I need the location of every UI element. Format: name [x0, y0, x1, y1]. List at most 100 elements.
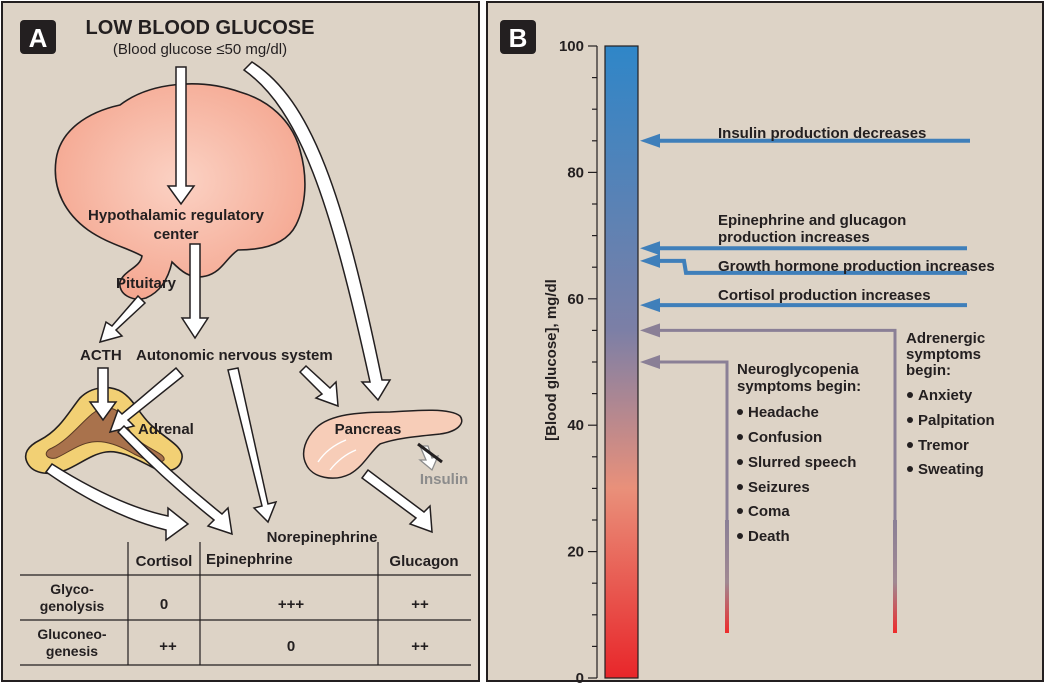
event-label-growth-hormone: Growth hormone production increases — [718, 258, 995, 275]
bullet — [737, 459, 743, 465]
adrenergic-item: Tremor — [918, 437, 969, 454]
adrenergic-item: Sweating — [918, 461, 984, 478]
row-glycogenolysis-label-2: genolysis — [40, 598, 105, 614]
panel-b-frame — [486, 1, 1044, 682]
bullet — [907, 417, 913, 423]
bullet — [737, 533, 743, 539]
hypothalamus-label-line1: Hypothalamic regulatory — [88, 207, 265, 224]
panel-a-badge-letter: A — [29, 23, 48, 53]
pancreas-label: Pancreas — [335, 421, 402, 438]
adrenergic-title-3: begin: — [906, 362, 951, 379]
bullet — [737, 484, 743, 490]
panel-b-badge-letter: B — [509, 23, 528, 53]
insulin-arrow — [418, 445, 440, 472]
effects-table: Cortisol Epinephrine Glucagon Glyco- gen… — [20, 542, 471, 666]
table-header-glucagon: Glucagon — [389, 553, 458, 570]
insulin-label: Insulin — [420, 471, 468, 488]
arrow-to-ans — [180, 243, 210, 340]
adrenergic-item: Palpitation — [918, 412, 995, 429]
hypothalamus-label-line2: center — [153, 226, 198, 243]
insulin-block-slash — [417, 442, 443, 464]
y-axis-ticks — [588, 45, 597, 679]
bullet — [907, 392, 913, 398]
neuro-title-1: Neuroglycopenia — [737, 361, 859, 378]
row-gluconeogenesis-label-2: genesis — [46, 643, 98, 659]
arrow-to-acth — [98, 294, 147, 344]
arrow-ans-to-pancreas — [298, 364, 339, 408]
neuro-item: Coma — [748, 503, 790, 520]
insulin-arrow-head — [640, 133, 660, 148]
bullet — [907, 442, 913, 448]
cortisol-arrow-head — [640, 298, 660, 313]
growth-hormone-arrow-head — [640, 253, 660, 268]
pancreas-shape — [302, 409, 463, 479]
epi-glucagon-arrow-head — [640, 241, 660, 256]
row-glycogenolysis-label-1: Glyco- — [50, 581, 94, 597]
neuro-title-2: symptoms begin: — [737, 378, 861, 395]
arrow-to-norepinephrine — [227, 367, 278, 524]
table-header-epinephrine: Epinephrine — [206, 551, 293, 568]
panel-b-badge — [500, 20, 536, 54]
norepinephrine-label: Norepinephrine — [267, 529, 378, 546]
cell-glyco-epinephrine: +++ — [278, 596, 305, 613]
adrenergic-symptom-list: Anxiety Palpitation Tremor Sweating — [907, 387, 995, 478]
row-gluconeogenesis-label-1: Gluconeo- — [37, 626, 107, 642]
bullet — [907, 466, 913, 472]
bullet — [737, 508, 743, 514]
event-label-epi-glucagon-1: Epinephrine and glucagon — [718, 212, 906, 229]
adrenergic-item: Anxiety — [918, 387, 973, 404]
arrow-to-glucagon — [360, 468, 433, 534]
tick-label: 0 — [576, 670, 584, 683]
y-axis-tick-labels: 0 20 40 60 80 100 — [559, 38, 584, 683]
neuro-item: Slurred speech — [748, 454, 856, 471]
tick-label: 100 — [559, 38, 584, 55]
panel-a-subtitle: (Blood glucose ≤50 mg/dl) — [113, 41, 287, 58]
cell-glyco-cortisol: 0 — [160, 596, 168, 613]
table-header-cortisol: Cortisol — [136, 553, 193, 570]
symptom-markers — [640, 323, 897, 633]
cell-gluconeo-cortisol: ++ — [159, 638, 177, 655]
arrow-to-hypothalamus — [166, 66, 196, 206]
panel-a: A LOW BLOOD GLUCOSE (Blood glucose ≤50 m… — [1, 1, 480, 682]
neuro-threshold-fade — [725, 520, 729, 633]
adrenergic-threshold-head — [640, 323, 660, 338]
event-label-cortisol: Cortisol production increases — [718, 287, 931, 304]
neuro-symptom-list: Headache Confusion Slurred speech Seizur… — [737, 404, 856, 545]
pituitary-label: Pituitary — [116, 275, 177, 292]
adrenal-label: Adrenal — [138, 421, 194, 438]
hormone-event-arrows — [640, 133, 970, 313]
adrenergic-threshold-fade — [893, 520, 897, 633]
arrow-to-epinephrine — [116, 424, 233, 536]
neuro-item: Seizures — [748, 479, 810, 496]
tick-label: 80 — [567, 164, 584, 181]
arrow-to-cortisol — [44, 462, 190, 542]
tick-label: 60 — [567, 291, 584, 308]
bullet — [737, 434, 743, 440]
tick-label: 40 — [567, 417, 584, 434]
arrow-to-pancreas — [242, 61, 392, 402]
acth-label: ACTH — [80, 347, 122, 364]
event-label-insulin: Insulin production decreases — [718, 125, 926, 142]
neuro-item: Death — [748, 528, 790, 545]
tick-label: 20 — [567, 544, 584, 561]
cell-glyco-glucagon: ++ — [411, 596, 429, 613]
neuro-item: Headache — [748, 404, 819, 421]
growth-hormone-arrow-line — [658, 258, 967, 275]
bullet — [737, 409, 743, 415]
panel-a-badge — [20, 20, 56, 54]
panel-b: B [Blood glucose], mg/dl 0 20 40 60 80 100 In… — [486, 1, 1044, 683]
adrenergic-title-2: symptoms — [906, 346, 981, 363]
cell-gluconeo-glucagon: ++ — [411, 638, 429, 655]
adrenergic-title-1: Adrenergic — [906, 330, 985, 347]
cell-gluconeo-epinephrine: 0 — [287, 638, 295, 655]
ans-label: Autonomic nervous system — [136, 347, 333, 364]
arrow-acth-to-adrenal — [88, 367, 118, 422]
neuro-threshold-head — [640, 355, 660, 369]
glucose-scale-bar — [604, 45, 639, 679]
neuro-item: Confusion — [748, 429, 822, 446]
panel-a-title: LOW BLOOD GLUCOSE — [86, 17, 315, 39]
y-axis-label: [Blood glucose], mg/dl — [543, 279, 560, 441]
pancreas-ducts — [317, 439, 357, 471]
